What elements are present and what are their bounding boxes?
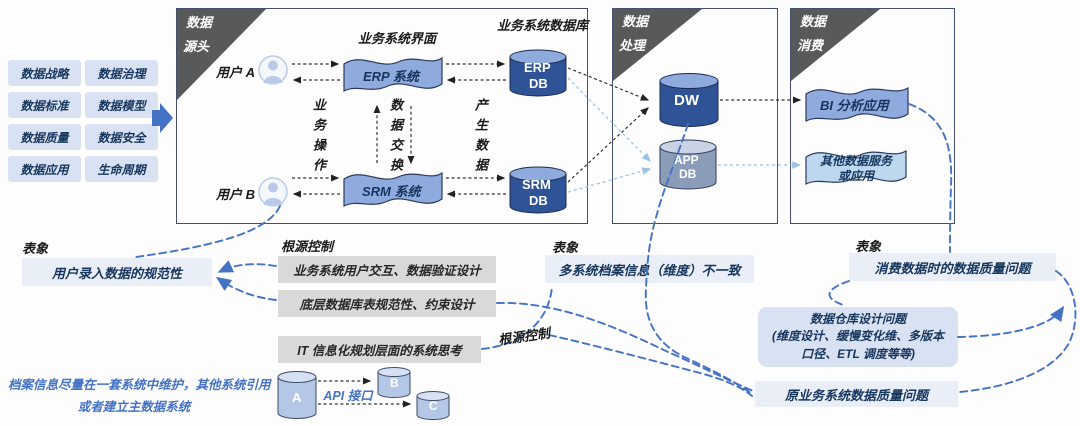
panel-item-model: 数据模型 <box>85 92 158 118</box>
panel-item-standard: 数据标准 <box>8 92 81 118</box>
system-a-cylinder <box>277 371 317 419</box>
black-dashed-arrows <box>292 60 802 198</box>
srm-label: SRM 系统 <box>362 184 421 199</box>
srm-db-cylinder <box>509 166 567 214</box>
curve-root2-to-origin <box>496 302 754 392</box>
api-arrows <box>318 377 412 408</box>
source-section-box <box>176 8 588 224</box>
root-box-db-constraints: 底层数据库表规范性、约束设计 <box>278 290 496 317</box>
curve-consumption-to-warehouse <box>828 280 850 307</box>
surface-label-2: 表象 <box>552 240 579 255</box>
curve-bi-to-consumption <box>908 103 953 253</box>
warehouse-design-box: 数据仓库设计问题 (维度设计、缓慢变化维、多版本 口径、ETL 调度等等) <box>758 307 958 367</box>
origin-quality-box: 原业务系统数据质量问题 <box>755 381 958 407</box>
panel-item-quality: 数据质量 <box>8 124 81 150</box>
user-a-label: 用户 A <box>216 65 256 80</box>
other-services-flag <box>805 149 907 185</box>
source-corner-label-2: 源头 <box>183 39 210 54</box>
panel-to-source-arrow-icon <box>152 103 173 133</box>
curve-rootlabel-to-origin <box>548 334 753 397</box>
blue-relation-curves <box>135 103 1077 397</box>
root-box-ux-validation: 业务系统用户交互、数据验证设计 <box>278 256 496 283</box>
curve-root2-to-entry <box>215 276 277 301</box>
warehouse-line3: 口径、ETL 调度等等) <box>801 346 915 361</box>
other-line2: 或应用 <box>838 169 875 183</box>
panel-item-application: 数据应用 <box>8 156 81 182</box>
process-corner-triangle <box>613 9 702 81</box>
user-b-icon <box>258 177 288 207</box>
master-data-note-line2: 或者建立主数据系统 <box>77 400 191 414</box>
ui-title: 业务系统界面 <box>358 31 437 46</box>
panel-item-lifecycle: 生命周期 <box>85 156 158 182</box>
col-data-exchange: 数据交换 <box>388 98 403 178</box>
erp-db-cylinder <box>509 49 567 97</box>
system-b-cylinder <box>377 367 411 398</box>
bi-app-flag <box>805 86 909 122</box>
root-label-1: 根源控制 <box>281 239 334 254</box>
user-a-icon <box>258 55 288 85</box>
erp-db-line1: ERP <box>524 60 551 75</box>
surface-box-consumption: 消费数据时的数据质量问题 <box>849 253 1056 281</box>
master-data-note-line1: 档案信息尽量在一套系统中维护，其他系统引用 <box>8 378 271 392</box>
lightblue-dashed-arrows <box>567 77 802 193</box>
erp-db-line2: DB <box>529 76 548 91</box>
process-corner-label-2: 处理 <box>619 38 646 53</box>
erp-label: ERP 系统 <box>363 69 419 84</box>
curve-dw-through-multisystem <box>644 123 753 395</box>
db-title: 业务系统数据库 <box>497 18 589 33</box>
curve-consumption-to-origin <box>959 270 1077 393</box>
curve-root1-to-entry <box>217 260 277 273</box>
panel-item-governance: 数据治理 <box>85 60 158 86</box>
source-corner-label-1: 数据 <box>186 15 213 30</box>
surface-box-multisystem: 多系统档案信息（维度）不一致 <box>545 255 754 283</box>
other-line1: 其他数据服务 <box>820 154 893 168</box>
srm-db-line2: DB <box>529 193 548 208</box>
app-db-line2: DB <box>679 167 697 181</box>
curve-it-to-multisystem <box>481 285 553 350</box>
cylinder-a-label: A <box>292 390 302 405</box>
surface-label-3: 表象 <box>855 239 882 254</box>
curve-userb-to-entry <box>135 205 281 258</box>
warehouse-line2: (维度设计、缓慢变化维、多版本 <box>772 329 944 344</box>
surface-box-user-entry: 用户录入数据的规范性 <box>22 258 212 286</box>
surface-label-1: 表象 <box>22 241 49 256</box>
process-corner-label-1: 数据 <box>622 14 649 29</box>
system-c-cylinder <box>416 391 450 420</box>
col-business-op: 业务操作 <box>311 98 326 178</box>
panel-item-strategy: 数据战略 <box>8 60 81 86</box>
consume-corner-label-1: 数据 <box>800 14 827 29</box>
warehouse-line1: 数据仓库设计问题 <box>809 311 906 326</box>
curve-warehouse-up <box>957 305 1065 338</box>
col-produce-data: 产生数据 <box>473 98 488 178</box>
srm-db-line1: SRM <box>522 177 551 192</box>
source-corner-triangle <box>177 9 266 100</box>
bi-label: BI 分析应用 <box>820 98 889 113</box>
app-db-line1: APP <box>674 153 699 167</box>
root-box-it-planning: IT 信息化规划层面的系统思考 <box>278 336 481 363</box>
erp-system-flag <box>343 56 443 92</box>
api-label: API 接口 <box>323 389 373 403</box>
process-section-box <box>612 8 778 224</box>
app-db-cylinder <box>659 139 717 190</box>
srm-system-flag <box>343 171 443 207</box>
dw-label: DW <box>674 92 699 109</box>
consume-corner-triangle <box>791 9 880 81</box>
dw-cylinder <box>659 73 719 127</box>
consume-corner-label-2: 消费 <box>797 38 824 53</box>
consume-section-box <box>790 8 955 224</box>
cylinder-b-label: B <box>390 376 399 390</box>
user-b-label: 用户 B <box>216 187 256 202</box>
cylinder-c-label: C <box>429 399 438 413</box>
panel-item-security: 数据安全 <box>85 124 158 150</box>
